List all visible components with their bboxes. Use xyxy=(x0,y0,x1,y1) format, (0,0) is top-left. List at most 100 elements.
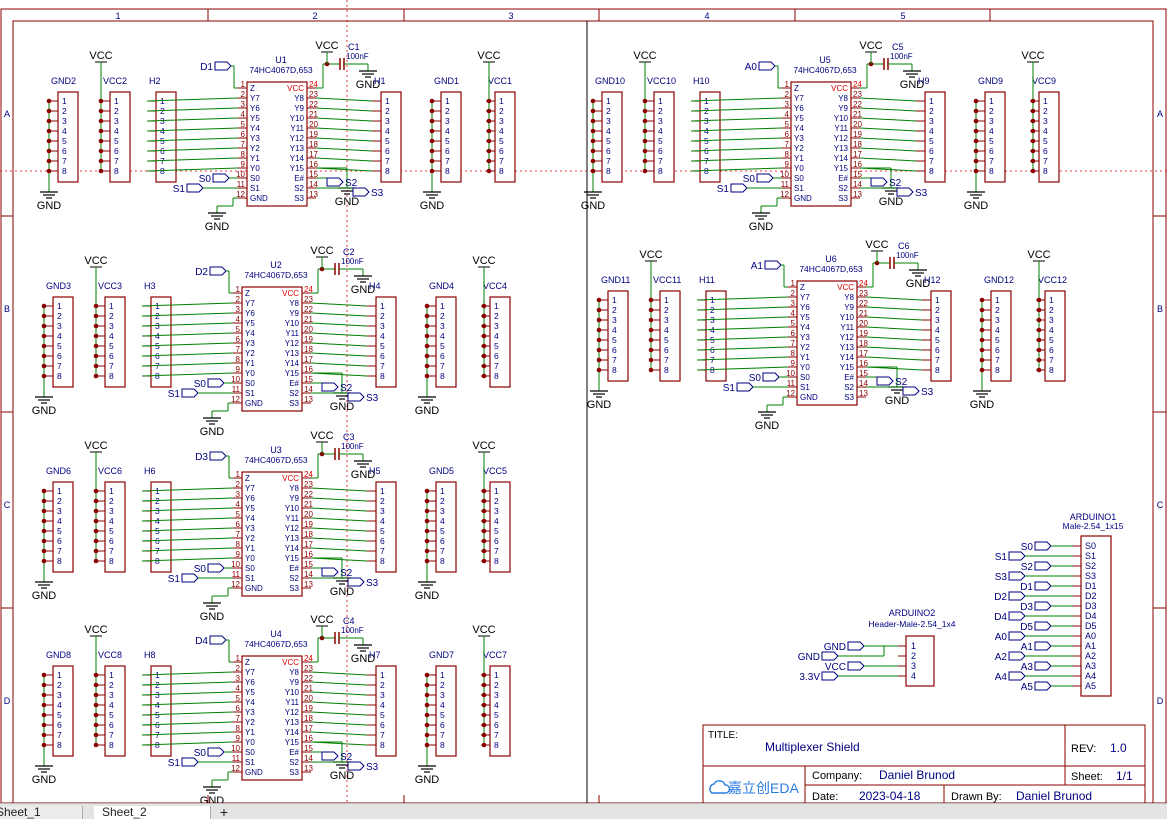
header-pin-number: 7 xyxy=(155,361,160,371)
ic-pin-number: 4 xyxy=(236,315,241,324)
gnd-symbol-ic: GND xyxy=(755,405,779,432)
wire xyxy=(310,741,368,746)
net-flag-label: S0 xyxy=(194,564,207,575)
tab-sheet-1[interactable]: Sheet_1 xyxy=(0,806,83,819)
gnd-symbol-cap: GND xyxy=(351,269,375,296)
ic-pin-number: 7 xyxy=(236,345,241,354)
header-ref: H11 xyxy=(699,275,715,285)
header-pin-number: 5 xyxy=(155,526,160,536)
ic-pin-number: 5 xyxy=(236,694,241,703)
header-pin-number: 4 xyxy=(606,126,611,136)
mux-block-u3: VCCGND612345678VCC612345678H612345678GND… xyxy=(32,430,511,623)
header-pin-number: 4 xyxy=(380,700,385,710)
ic-pin-label: E# xyxy=(838,174,848,183)
gnd-label: GND xyxy=(32,590,57,602)
outer-border xyxy=(0,8,1167,803)
zone-row-label: C xyxy=(1157,500,1164,510)
header-pin-number: 1 xyxy=(440,486,445,496)
ic-pin-label: Y13 xyxy=(834,144,849,153)
net-flag-label: S1 xyxy=(168,758,181,769)
net-flag-shape xyxy=(1034,681,1052,691)
net-flag-shape xyxy=(326,177,344,187)
ic-pin-number: 2 xyxy=(236,295,241,304)
header-pin-number: 7 xyxy=(62,156,67,166)
wire xyxy=(146,127,239,132)
wire xyxy=(141,507,234,512)
junction-dot xyxy=(41,538,47,544)
wire xyxy=(865,356,923,361)
header-body xyxy=(489,665,511,757)
net-flag-shape xyxy=(181,388,199,398)
ic-pin-label: Y7 xyxy=(245,484,255,493)
header-pin-number: 3 xyxy=(929,116,934,126)
ic-pin-number: 24 xyxy=(309,80,318,89)
gnd-symbol-cap: GND xyxy=(906,263,930,290)
junction-dot xyxy=(590,158,596,164)
junction-dot xyxy=(46,98,52,104)
junction-dot xyxy=(979,367,985,373)
header-body xyxy=(489,481,511,573)
header-body xyxy=(150,665,172,757)
gnd-label: GND xyxy=(200,426,225,438)
rev-label: REV: xyxy=(1071,743,1096,755)
net-flag-s3: S3 xyxy=(347,577,379,589)
header-pin-number: 1 xyxy=(155,670,160,680)
ic-pin-number: 15 xyxy=(304,560,313,569)
junction-dot xyxy=(481,538,487,544)
header-pin-number: 6 xyxy=(606,146,611,156)
arduino1-pin-label: A2 xyxy=(1085,651,1096,661)
net-flag-shape xyxy=(821,651,839,661)
ic-pin-label: Y9 xyxy=(289,494,299,503)
net-flag-s2: S2 xyxy=(321,382,353,394)
ic-pin-number: 22 xyxy=(859,299,868,308)
wire xyxy=(310,557,368,562)
header-pin-number: 6 xyxy=(658,146,663,156)
schematic-canvas[interactable]: 1122334455AABBCCDD VCCGND212345678VCC212… xyxy=(0,0,1167,803)
company-value: Daniel Brunod xyxy=(879,768,955,782)
ic-pin-number: 23 xyxy=(304,295,313,304)
tab-sheet-2[interactable]: Sheet_2 xyxy=(94,806,211,819)
net-flag-label: S1 xyxy=(173,184,186,195)
ic-pin-number: 5 xyxy=(241,120,246,129)
header-pin-number: 7 xyxy=(704,156,709,166)
ic-pin-number: 19 xyxy=(304,335,313,344)
arduino2-header: ARDUINO2Header-Male-2.54_1x41234GNDGNDVC… xyxy=(798,608,956,687)
header-pin-number: 2 xyxy=(62,106,67,116)
header-body xyxy=(375,665,397,757)
net-flag-s2: S2 xyxy=(876,376,908,388)
header-pin-number: 3 xyxy=(440,321,445,331)
ic-pin-number: 12 xyxy=(231,395,240,404)
junction-dot xyxy=(98,128,104,134)
header-pin-number: 5 xyxy=(380,710,385,720)
junction-dot xyxy=(973,128,979,134)
header-pin-number: 2 xyxy=(109,311,114,321)
net-flag-label: S1 xyxy=(723,383,736,394)
company-label: Company: xyxy=(812,770,862,782)
header-pin-number: 7 xyxy=(1043,156,1048,166)
ic-pin-label: Y13 xyxy=(285,718,300,727)
header-pin-number: 4 xyxy=(989,126,994,136)
net-flag-s3: S3 xyxy=(352,187,384,199)
wire xyxy=(310,701,368,706)
vcc-label: VCC xyxy=(639,249,662,261)
ic-pin-number: 6 xyxy=(241,130,246,139)
ic-pin-number: 23 xyxy=(304,664,313,673)
net-flag-shape xyxy=(847,661,865,671)
gnd-label: GND xyxy=(200,795,225,803)
header-pin-number: 7 xyxy=(606,156,611,166)
header-ref: GND3 xyxy=(46,281,71,291)
header-pin-number: 8 xyxy=(380,556,385,566)
add-sheet-button[interactable]: + xyxy=(219,804,229,820)
vcc-symbol: VCC xyxy=(633,50,657,74)
junction-dot xyxy=(973,168,979,174)
gnd-symbol-ic: GND xyxy=(200,596,224,623)
header-pin-number: 8 xyxy=(109,556,114,566)
junction-dot xyxy=(424,538,430,544)
gnd-symbol-cap: GND xyxy=(351,638,375,665)
ic-pin-label: S0 xyxy=(245,379,255,388)
junction-dot xyxy=(424,373,430,379)
ic-pin-label: Y2 xyxy=(794,144,804,153)
header-body xyxy=(375,296,397,388)
header-pin-number: 3 xyxy=(160,116,165,126)
